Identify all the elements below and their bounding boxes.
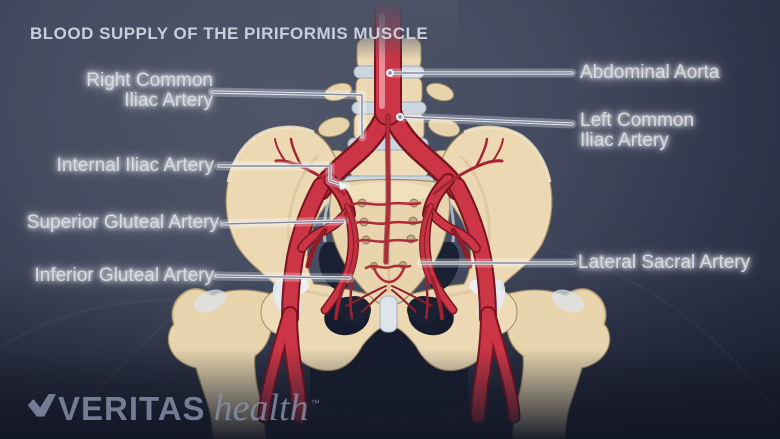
median-and-transverse-sacral-arteries [350, 113, 423, 284]
label-internal-iliac-artery: Internal Iliac Artery [56, 155, 214, 176]
leader-arrow-tip [339, 181, 350, 190]
leader-lines [207, 68, 579, 283]
subsacral-shadow-right [407, 296, 439, 324]
logo-suffix-text: health [213, 387, 309, 429]
label-inferior-gluteal-artery: Inferior Gluteal Artery [34, 265, 214, 286]
veritas-check-icon [27, 394, 56, 417]
page-title: BLOOD SUPPLY OF THE PIRIFORMIS MUSCLE [30, 24, 429, 43]
label-left-common-iliac-artery: Left Common Iliac Artery [580, 110, 695, 151]
bottom-fade [0, 348, 780, 439]
spine-top-fade [320, 0, 458, 60]
logo-brand-text: VERITAS [58, 390, 206, 427]
pubic-symphysis [379, 295, 398, 333]
label-abdominal-aorta: Abdominal Aorta [580, 62, 720, 83]
label-lateral-sacral-artery: Lateral Sacral Artery [578, 252, 751, 273]
logo-trademark: ™ [310, 398, 320, 408]
label-superior-gluteal-artery: Superior Gluteal Artery [26, 212, 219, 233]
label-right-common-iliac-artery: Right Common Iliac Artery [86, 70, 213, 111]
subsacral-shadow-left [339, 296, 371, 324]
